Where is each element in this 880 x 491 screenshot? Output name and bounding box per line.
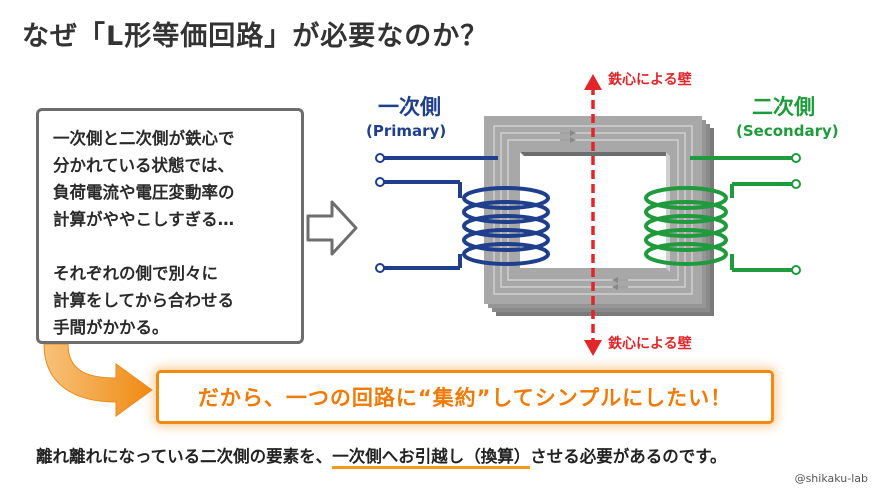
primary-coil: [382, 156, 550, 270]
explanation-paragraph-2: それぞれの側で別々に 計算をしてから合わせる 手間がかかる。: [53, 264, 235, 337]
primary-sub-label: (Primary): [366, 122, 446, 140]
summary-after: させる必要があるのです。: [530, 447, 727, 466]
conclusion-text: だから、一つの回路に“集約”してシンプルにしたい！: [197, 386, 733, 410]
secondary-label: 二次側: [752, 95, 815, 119]
summary-before: 離れ離れになっている二次側の要素を、: [36, 447, 333, 466]
page-title: なぜ「L形等価回路」が必要なのか？: [22, 21, 489, 52]
curved-arrow-icon: [43, 344, 153, 417]
core-wall-line: [584, 74, 602, 356]
secondary-sub-label: (Secondary): [736, 122, 839, 140]
secondary-coil: [644, 156, 794, 272]
explanation-box: 一次側と二次側が鉄心で 分かれている状態では、 負荷電流や電圧変動率の 計算がや…: [36, 108, 304, 344]
credit-label: @shikaku-lab: [794, 472, 868, 485]
summary-text: 離れ離れになっている二次側の要素を、一次側へお引越し（換算）させる必要があるので…: [36, 443, 727, 469]
primary-label: 一次側: [378, 95, 441, 119]
primary-terminals: [375, 153, 385, 273]
wall-bottom-label: 鉄心による壁: [608, 335, 692, 352]
secondary-terminals: [791, 153, 801, 275]
summary-highlight: 一次側へお引越し（換算）: [332, 447, 531, 469]
explanation-paragraph-1: 一次側と二次側が鉄心で 分かれている状態では、 負荷電流や電圧変動率の 計算がや…: [53, 129, 235, 229]
transformer-diagram: 一次側 (Primary) 二次側 (Secondary) 鉄心による壁 鉄心に…: [360, 70, 860, 364]
right-arrow-icon: [306, 200, 358, 256]
conclusion-banner: だから、一つの回路に“集約”してシンプルにしたい！: [156, 370, 774, 424]
wall-top-label: 鉄心による壁: [608, 71, 692, 88]
